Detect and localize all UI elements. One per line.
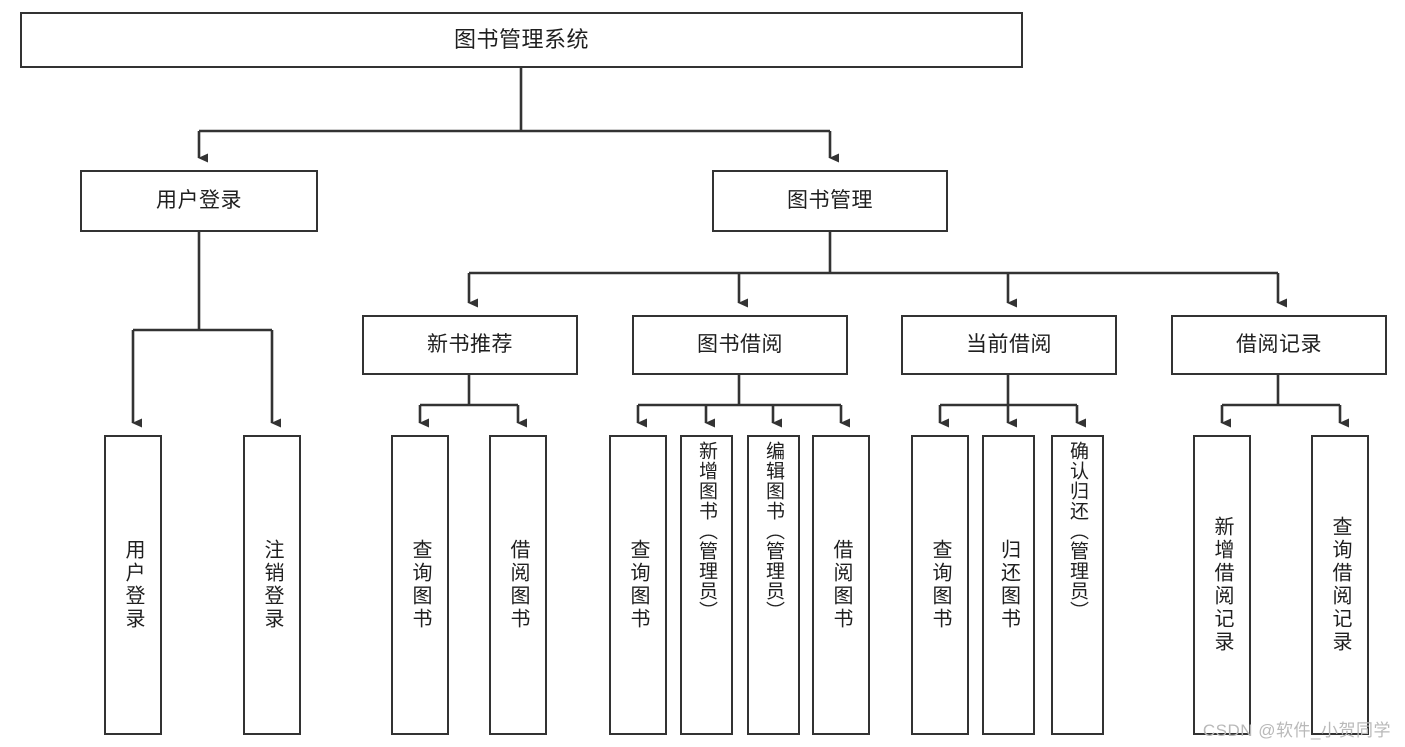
leaf-return-book[interactable]: 归还图书 xyxy=(982,435,1035,735)
leaf-borrow-book[interactable]: 借阅图书 xyxy=(812,435,870,735)
node-label: 编辑图书（管理员） xyxy=(763,441,784,621)
node-label: 新书推荐 xyxy=(427,332,513,356)
node-label: 查询借阅记录 xyxy=(1329,516,1351,654)
leaf-confirm-return[interactable]: 确认归还（管理员） xyxy=(1051,435,1104,735)
node-label: 用户登录 xyxy=(156,188,242,212)
leaf-add-book[interactable]: 新增图书（管理员） xyxy=(680,435,733,735)
node-label: 借阅图书 xyxy=(507,539,529,631)
node-current-borrow[interactable]: 当前借阅 xyxy=(901,315,1117,375)
leaf-query-book-recommend[interactable]: 查询图书 xyxy=(391,435,449,735)
node-label: 新增图书（管理员） xyxy=(696,441,717,621)
leaf-query-book-current[interactable]: 查询图书 xyxy=(911,435,969,735)
leaf-query-book-borrow[interactable]: 查询图书 xyxy=(609,435,667,735)
node-label: 借阅记录 xyxy=(1236,332,1322,356)
node-borrow-record[interactable]: 借阅记录 xyxy=(1171,315,1387,375)
node-label: 借阅图书 xyxy=(830,539,852,631)
csdn-watermark: CSDN @软件_小贺同学 xyxy=(1202,721,1391,740)
node-label: 图书管理 xyxy=(787,188,873,212)
node-label: 当前借阅 xyxy=(966,332,1052,356)
node-book-management[interactable]: 图书管理 xyxy=(712,170,948,232)
leaf-logout[interactable]: 注销登录 xyxy=(243,435,301,735)
node-book-management-system[interactable]: 图书管理系统 xyxy=(20,12,1023,68)
leaf-edit-book[interactable]: 编辑图书（管理员） xyxy=(747,435,800,735)
leaf-borrow-book-recommend[interactable]: 借阅图书 xyxy=(489,435,547,735)
node-label: 查询图书 xyxy=(409,539,431,631)
node-book-borrow[interactable]: 图书借阅 xyxy=(632,315,848,375)
node-label: 确认归还（管理员） xyxy=(1067,441,1088,621)
leaf-query-borrow-record[interactable]: 查询借阅记录 xyxy=(1311,435,1369,735)
leaf-user-login[interactable]: 用户登录 xyxy=(104,435,162,735)
leaf-add-borrow-record[interactable]: 新增借阅记录 xyxy=(1193,435,1251,735)
node-label: 注销登录 xyxy=(261,539,283,631)
node-label: 图书管理系统 xyxy=(453,27,589,53)
node-label: 查询图书 xyxy=(627,539,649,631)
node-label: 新增借阅记录 xyxy=(1211,516,1233,654)
node-user-login[interactable]: 用户登录 xyxy=(80,170,318,232)
node-label: 图书借阅 xyxy=(697,332,783,356)
node-new-book-recommend[interactable]: 新书推荐 xyxy=(362,315,578,375)
node-label: 用户登录 xyxy=(122,539,144,631)
node-label: 归还图书 xyxy=(997,539,1020,631)
node-label: 查询图书 xyxy=(929,539,951,631)
